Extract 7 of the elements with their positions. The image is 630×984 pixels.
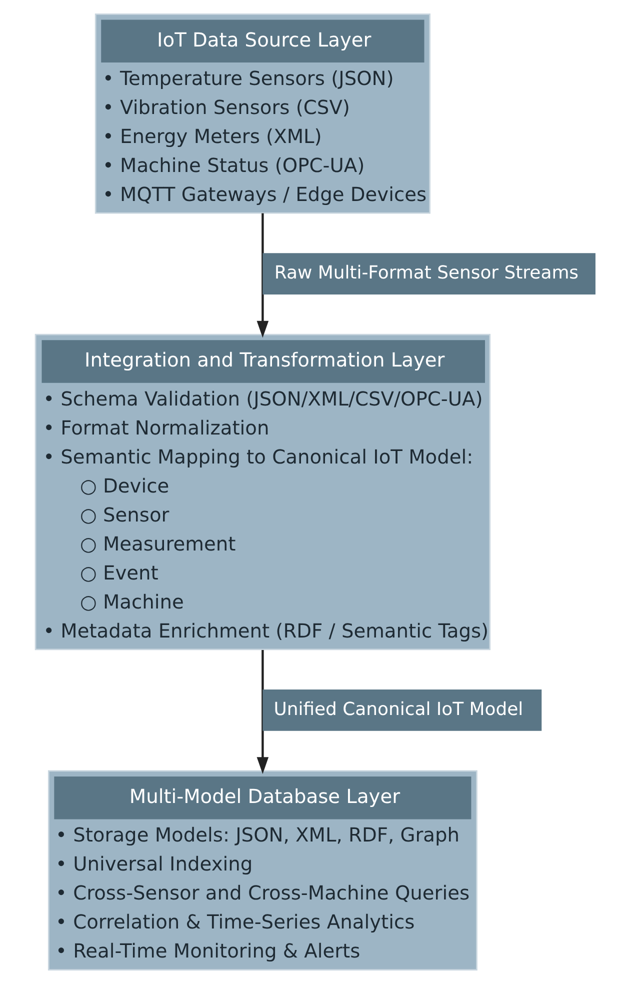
node-box: Multi-Model Database Layer • Storage Models: JSON, XML, RDF, Graph • Universal Indexing • Cross-Sensor and Cross-Machine Queries • Correlation & Time-Series Analytics • Real-Time Monitoring & Alerts: [47, 770, 477, 970]
arrow: [256, 213, 268, 338]
arrow: [256, 650, 268, 774]
node-box: Integration and Transformation Layer • Schema Validation (JSON/XML/CSV/OPC-UA) • Format Normalization • Semantic Mapping to Canonical IoT Model: ○ Device ○ Sensor ○ Measurement ○ Event ○ Machine • Metadata Enrichment (RDF / Semantic Tags): [34, 334, 490, 650]
edge-label: Unified Canonical IoT Model: [273, 698, 523, 720]
node-box: IoT Data Source Layer • Temperature Sensors (JSON) • Vibration Sensors (CSV) • Energy Meters (XML) • Machine Status (OPC-UA) • MQTT Gateways / Edge Devices: [94, 14, 430, 214]
edge-label: Raw Multi-Format Sensor Streams: [274, 262, 578, 284]
